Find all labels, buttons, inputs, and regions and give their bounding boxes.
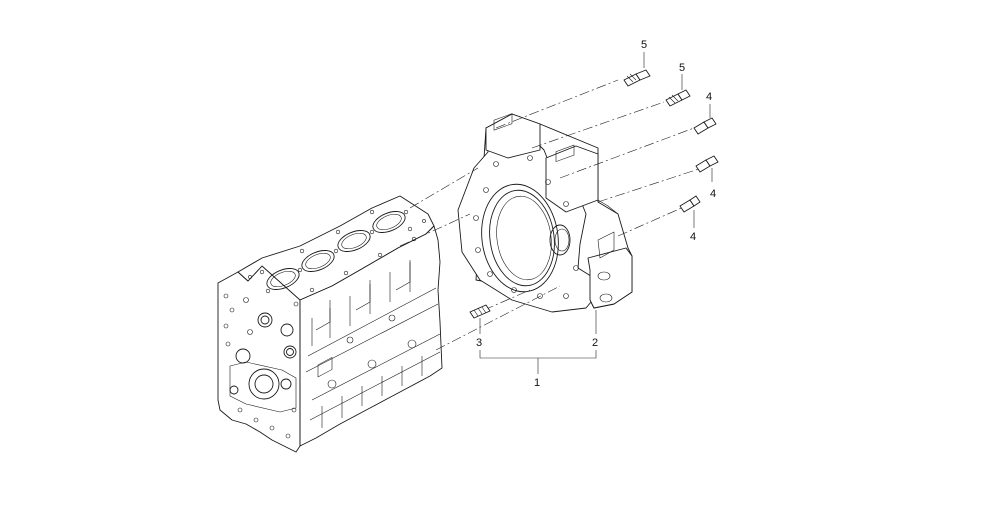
- callout-5a: 5: [641, 39, 647, 51]
- callout-4a: 4: [706, 91, 712, 103]
- callout-3: 3: [476, 337, 482, 349]
- flywheel-housing: [457, 113, 633, 313]
- bolt-4c: [679, 195, 701, 213]
- callout-4c: 4: [690, 231, 696, 243]
- assembly-axis-lines: [399, 79, 709, 351]
- bolt-5a: [623, 69, 651, 87]
- callout-5b: 5: [679, 62, 685, 74]
- callout-2: 2: [592, 337, 598, 349]
- stud-3: [469, 304, 491, 319]
- leader-lines: [479, 52, 713, 374]
- bolt-4b: [695, 155, 719, 173]
- bolt-4a: [693, 117, 717, 135]
- bolt-5b: [665, 89, 691, 107]
- engine-block: [217, 195, 443, 453]
- callout-4b: 4: [710, 188, 716, 200]
- callout-1: 1: [534, 377, 540, 389]
